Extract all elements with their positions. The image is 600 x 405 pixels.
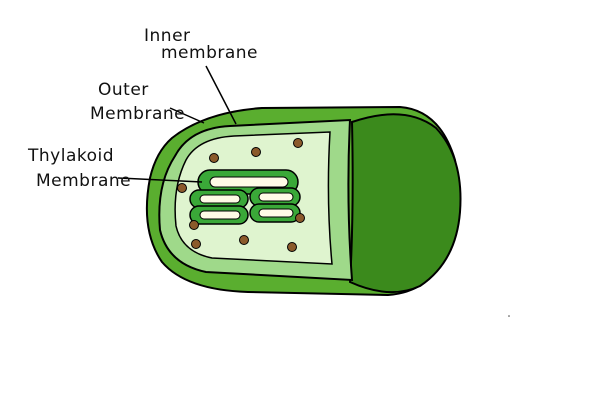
granule: [293, 138, 303, 148]
label-outer-line1: Outer: [98, 80, 149, 100]
leader-line-inner: [205, 65, 237, 125]
thylakoid-lumen: [199, 210, 241, 220]
granule: [295, 213, 305, 223]
label-inner-line2: membrane: [161, 43, 259, 63]
granule: [189, 220, 199, 230]
label-outer-line2: Membrane: [90, 104, 186, 124]
label-thylakoid-line1: Thylakoid: [28, 146, 115, 166]
granules: [177, 138, 305, 252]
thylakoid-stack: [189, 169, 301, 225]
thylakoid-lumen: [199, 194, 241, 204]
granule: [209, 153, 219, 163]
granule: [287, 242, 297, 252]
leader-line-thylakoid: [117, 177, 203, 183]
thylakoid-lumen: [258, 192, 294, 202]
leader-line-outer: [169, 107, 205, 124]
granule: [191, 239, 201, 249]
granule: [177, 183, 187, 193]
granule: [239, 235, 249, 245]
label-inner-line1: Inner: [144, 26, 191, 46]
thylakoid-lumen: [258, 208, 294, 218]
granule: [251, 147, 261, 157]
speck: [508, 315, 510, 317]
cut-face: [348, 113, 462, 294]
label-thylakoid-line2: Membrane: [36, 171, 132, 191]
thylakoid-lumen: [209, 176, 289, 188]
